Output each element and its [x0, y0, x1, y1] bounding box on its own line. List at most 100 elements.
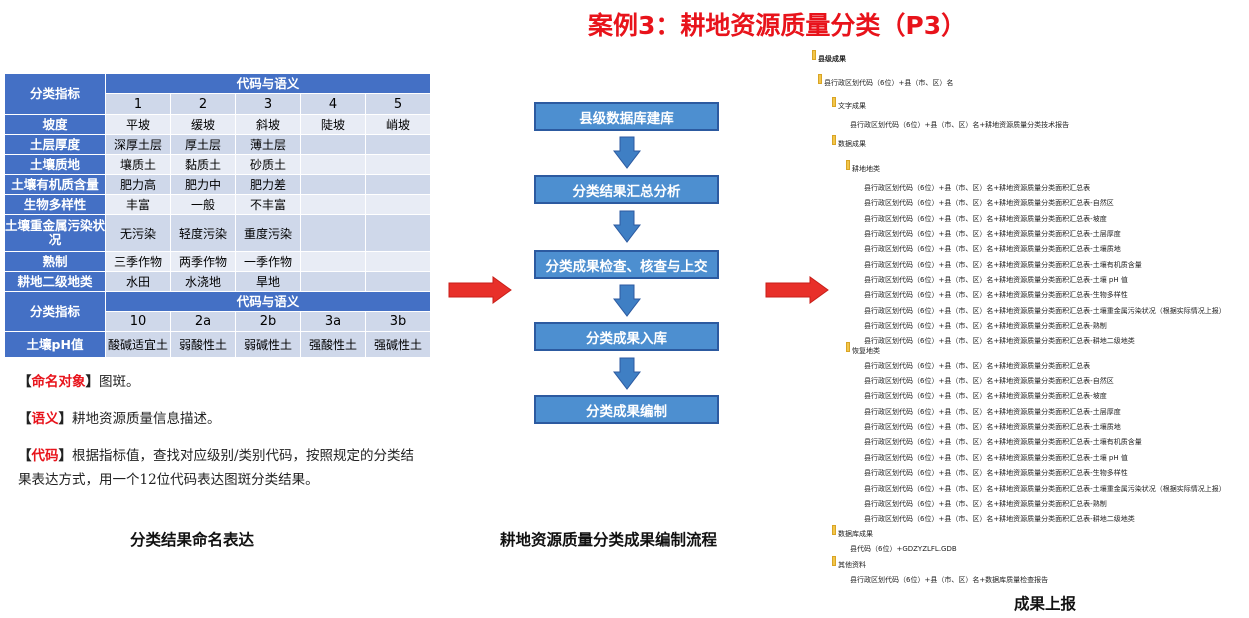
flow-step-3: 分类成果检查、核查与上交 — [534, 250, 719, 279]
tree-file-label: 县行政区划代码（6位）+县（市、区）名+耕地资源质量分类面积汇总表-熟制 — [864, 322, 1107, 330]
code-header-cell: 2b — [235, 311, 301, 332]
folder-icon — [832, 556, 836, 566]
tree-file-label: 县行政区划代码（6位）+县（市、区）名+耕地资源质量分类面积汇总表-土壤重金属污… — [864, 485, 1226, 493]
tree-folder-label: 恢复地类 — [852, 347, 880, 355]
code-header-cell: 3 — [235, 93, 301, 115]
tree-file-label: 县行政区划代码（6位）+县（市、区）名+耕地资源质量分类面积汇总表 — [864, 184, 1091, 192]
table-cell — [300, 154, 366, 175]
row-label: 土壤有机质含量 — [4, 174, 106, 195]
row-label: 生物多样性 — [4, 194, 106, 215]
table-cell: 无污染 — [105, 214, 171, 252]
folder-icon — [832, 135, 836, 145]
tree-file-label: 县行政区划代码（6位）+县（市、区）名+耕地资源质量分类面积汇总表-耕地二级地类 — [864, 337, 1135, 345]
note-semantics: 【语义】耕地资源质量信息描述。 — [18, 411, 221, 427]
code-header-cell: 2a — [170, 311, 236, 332]
table-cell — [365, 251, 431, 272]
row-label: 坡度 — [4, 114, 106, 135]
table-header-group: 代码与语义 — [105, 291, 431, 312]
table-cell: 强碱性土 — [365, 331, 431, 358]
table-cell: 峭坡 — [365, 114, 431, 135]
tree-file-label: 县行政区划代码（6位）+县（市、区）名+耕地资源质量分类面积汇总表-自然区 — [864, 199, 1114, 207]
tree-file-label: 县行政区划代码（6位）+县（市、区）名+数据库质量检查报告 — [850, 576, 1049, 584]
table-cell: 砂质土 — [235, 154, 301, 175]
folder-icon — [846, 160, 850, 170]
table-cell: 两季作物 — [170, 251, 236, 272]
table-row: 坡度平坡缓坡斜坡陡坡峭坡 — [4, 114, 431, 135]
code-header-cell: 1 — [105, 93, 171, 115]
table-cell — [365, 214, 431, 252]
caption-naming: 分类结果命名表达 — [130, 530, 255, 549]
page-title: 案例3：耕地资源质量分类（P3） — [588, 11, 967, 40]
table-cell: 缓坡 — [170, 114, 236, 135]
table-cell — [300, 134, 366, 155]
tree-file-label: 县行政区划代码（6位）+县（市、区）名+耕地资源质量分类面积汇总表-土壤质地 — [864, 245, 1121, 253]
tree-file-label: 县行政区划代码（6位）+县（市、区）名+耕地资源质量分类面积汇总表-土壤重金属污… — [864, 307, 1226, 315]
table-cell: 水浇地 — [170, 271, 236, 292]
tree-folder-label: 县级成果 — [818, 55, 846, 63]
tree-file-label: 县行政区划代码（6位）+县（市、区）名+耕地资源质量分类面积汇总表 — [864, 362, 1091, 370]
tree-file-label: 县行政区划代码（6位）+县（市、区）名+耕地资源质量分类面积汇总表-土壤有机质含… — [864, 261, 1142, 269]
table-cell — [300, 271, 366, 292]
tree-file-label: 县行政区划代码（6位）+县（市、区）名+耕地资源质量分类面积汇总表-土壤质地 — [864, 423, 1121, 431]
table-cell: 旱地 — [235, 271, 301, 292]
down-arrow-icon — [613, 284, 641, 317]
down-arrow-icon — [613, 136, 641, 169]
table-cell: 不丰富 — [235, 194, 301, 215]
table-cell — [365, 154, 431, 175]
table-cell: 酸碱适宜土 — [105, 331, 171, 358]
table-cell: 薄土层 — [235, 134, 301, 155]
table-cell: 肥力差 — [235, 174, 301, 195]
flow-step-2: 分类结果汇总分析 — [534, 175, 719, 204]
table-cell — [365, 271, 431, 292]
code-header-cell: 10 — [105, 311, 171, 332]
note-naming-object: 【命名对象】图斑。 — [18, 374, 140, 390]
caption-report: 成果上报 — [1014, 594, 1077, 613]
table-cell: 三季作物 — [105, 251, 171, 272]
table-cell: 厚土层 — [170, 134, 236, 155]
tree-file-label: 县行政区划代码（6位）+县（市、区）名+耕地资源质量分类面积汇总表-耕地二级地类 — [864, 515, 1135, 523]
down-arrow-icon — [613, 357, 641, 390]
tree-file-label: 县行政区划代码（6位）+县（市、区）名+耕地资源质量分类技术报告 — [850, 121, 1070, 129]
table-cell — [300, 174, 366, 195]
table-cell: 肥力高 — [105, 174, 171, 195]
table-cell: 深厚土层 — [105, 134, 171, 155]
right-arrow-icon — [765, 276, 829, 304]
table-cell: 壤质土 — [105, 154, 171, 175]
table-cell — [365, 134, 431, 155]
tree-folder-label: 县行政区划代码（6位）+县（市、区）名 — [824, 79, 954, 87]
tree-folder-label: 数据库成果 — [838, 530, 873, 538]
table-row: 土壤质地壤质土黏质土砂质土 — [4, 154, 431, 175]
table-cell: 水田 — [105, 271, 171, 292]
tree-file-label: 县行政区划代码（6位）+县（市、区）名+耕地资源质量分类面积汇总表-生物多样性 — [864, 291, 1128, 299]
table-row: 土层厚度深厚土层厚土层薄土层 — [4, 134, 431, 155]
naming-notes: 【命名对象】图斑。 【语义】耕地资源质量信息描述。 【代码】根据指标值，查找对应… — [18, 370, 418, 505]
table-cell: 陡坡 — [300, 114, 366, 135]
tree-file-label: 县行政区划代码（6位）+县（市、区）名+耕地资源质量分类面积汇总表-土壤 pH … — [864, 454, 1128, 462]
table-cell: 一季作物 — [235, 251, 301, 272]
folder-icon — [818, 74, 822, 84]
tree-file-label: 县行政区划代码（6位）+县（市、区）名+耕地资源质量分类面积汇总表-坡度 — [864, 215, 1107, 223]
tree-file-label: 县行政区划代码（6位）+县（市、区）名+耕地资源质量分类面积汇总表-熟制 — [864, 500, 1107, 508]
table-row: 土壤有机质含量肥力高肥力中肥力差 — [4, 174, 431, 195]
flow-step-1: 县级数据库建库 — [534, 102, 719, 131]
code-header-cell: 4 — [300, 93, 366, 115]
row-label: 土壤质地 — [4, 154, 106, 175]
flow-step-4: 分类成果入库 — [534, 322, 719, 351]
table-cell — [300, 194, 366, 215]
table-cell: 弱酸性土 — [170, 331, 236, 358]
code-header-cell: 3a — [300, 311, 366, 332]
code-header-cell: 3b — [365, 311, 431, 332]
down-arrow-icon — [613, 210, 641, 243]
code-header-cell: 5 — [365, 93, 431, 115]
tree-file-label: 县行政区划代码（6位）+县（市、区）名+耕地资源质量分类面积汇总表-生物多样性 — [864, 469, 1128, 477]
folder-icon — [812, 50, 816, 60]
table-cell: 一般 — [170, 194, 236, 215]
row-label: 耕地二级地类 — [4, 271, 106, 292]
table-row: 耕地二级地类水田水浇地旱地 — [4, 271, 431, 292]
table-cell: 肥力中 — [170, 174, 236, 195]
row-label: 土壤重金属污染状况 — [4, 214, 106, 252]
tree-file-label: 县行政区划代码（6位）+县（市、区）名+耕地资源质量分类面积汇总表-土层厚度 — [864, 408, 1121, 416]
table-row: 生物多样性丰富一般不丰富 — [4, 194, 431, 215]
tree-file-label: 县行政区划代码（6位）+县（市、区）名+耕地资源质量分类面积汇总表-土层厚度 — [864, 230, 1121, 238]
folder-icon — [832, 525, 836, 535]
